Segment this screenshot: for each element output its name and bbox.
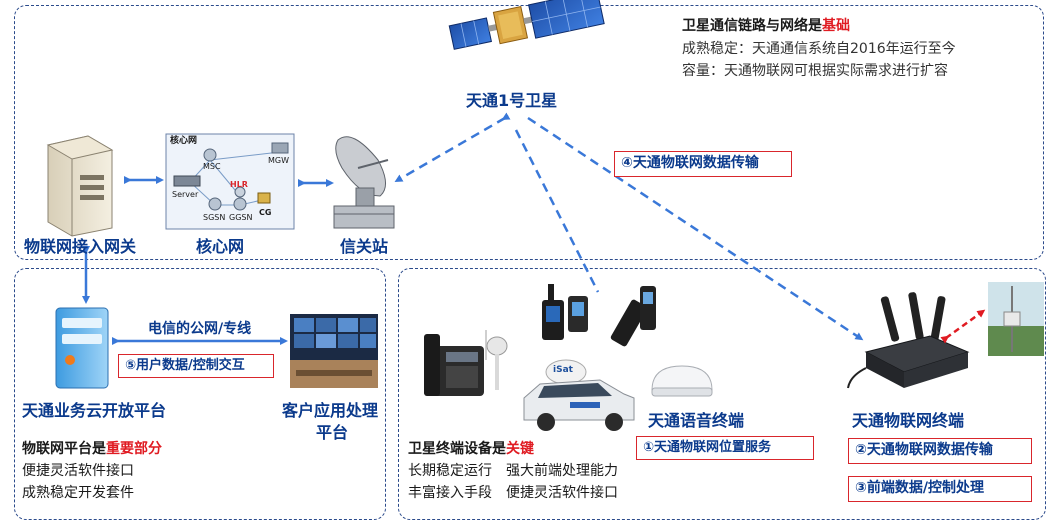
platform-title-highlight: 重要部分 [106,441,162,457]
user-data-control-label: ⑤用户数据/控制交互 [118,354,274,378]
terminal-title: 卫星终端设备是关键 [408,440,534,458]
node-cg: CG [259,208,272,217]
satellite-info-line1: 成熟稳定：天通通信系统自2016年运行至今 [682,41,956,57]
sat-voice-link [514,129,600,293]
platform-title: 物联网平台是重要部分 [22,440,162,458]
node-ggsn: GGSN [229,213,253,222]
satellite-info-line2: 容量：天通物联网可根据实际需求进行扩容 [682,63,948,79]
iot-sensor-red-link [940,309,986,344]
terminal-line2b: 便捷灵活软件接口 [506,485,618,501]
sat-data-transmission-label: ④天通物联网数据传输 [614,151,792,177]
client-control-room-image [290,314,378,388]
terminal-title-prefix: 卫星终端设备是 [408,441,506,457]
satellite-label: 天通1号卫星 [466,91,558,110]
platform-panel [14,268,386,520]
cloud-platform-icon [55,307,109,389]
sensor-tower-image [988,282,1044,356]
gateway-server-icon [46,135,114,237]
iot-data-transmission-label: ②天通物联网数据传输 [848,438,1032,464]
node-sgsn: SGSN [203,213,226,222]
client-platform-label-line2: 平台 [316,423,349,442]
node-hlr: HLR [230,180,248,189]
satellite-info-title: 卫星通信链路与网络是基础 [682,17,850,35]
terminal-line1b: 强大前端处理能力 [506,463,618,479]
iot-terminal-router-icon [847,292,970,389]
platform-title-prefix: 物联网平台是 [22,441,106,457]
node-mgw: MGW [268,156,290,165]
voice-location-service-label: ①天通物联网位置服务 [636,436,814,460]
client-platform-label-line1: 客户应用处理 [282,401,379,420]
satellite-icon [448,0,605,50]
terminal-title-highlight: 关键 [506,441,534,457]
platform-line1: 便捷灵活软件接口 [22,463,134,479]
vehicle-terminal-icon [523,359,635,431]
node-msc: MSC [203,162,221,171]
satellite-handset-icon [542,284,656,347]
gateway-label: 物联网接入网关 [24,237,137,256]
satellite-info-title-highlight: 基础 [822,18,850,34]
iot-terminal-label: 天通物联网终端 [852,411,965,430]
terminal-line1a: 长期稳定运行 [408,463,492,479]
sat-iot-link [527,116,864,341]
car-logo-text: iSat [553,365,573,375]
voice-terminal-label: 天通语音终端 [648,411,745,430]
public-net-label: 电信的公网/专线 [148,321,252,337]
terminal-panel [398,268,1046,520]
gateway-station-label: 信关站 [340,237,389,256]
gateway-station-dish-icon [333,136,395,229]
core-box-title: 核心网 [170,136,198,146]
satellite-info-title-prefix: 卫星通信链路与网络是 [682,18,822,34]
node-server: Server [172,190,199,199]
core-network-box [165,133,295,230]
frontend-data-control-label: ③前端数据/控制处理 [848,476,1032,502]
voice-terminal-dome-icon [651,365,713,397]
cloud-platform-label: 天通业务云开放平台 [22,401,167,420]
sat-station-link [394,112,511,183]
core-network-label: 核心网 [196,237,245,256]
terminal-line2a: 丰富接入手段 [408,485,492,501]
platform-line2: 成熟稳定开发套件 [22,485,134,501]
desk-phone-icon [424,330,508,396]
